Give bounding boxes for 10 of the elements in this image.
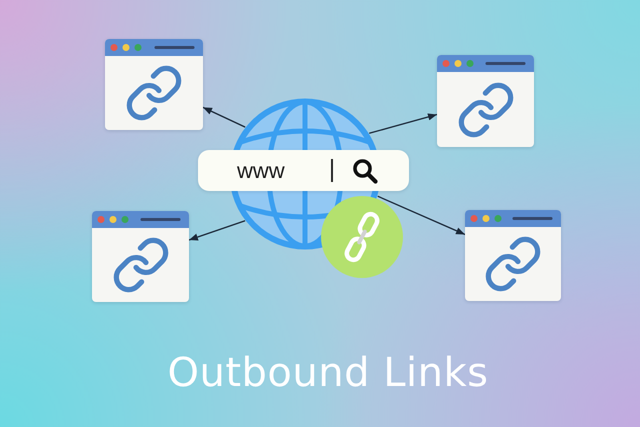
title: Outbound Links bbox=[168, 350, 488, 396]
arrow bbox=[202, 106, 246, 128]
arrow bbox=[188, 220, 246, 241]
browser-window bbox=[92, 211, 189, 302]
browser-window bbox=[105, 39, 203, 130]
arrow bbox=[377, 196, 466, 236]
arrow bbox=[369, 113, 438, 134]
search-field: www bbox=[198, 150, 409, 191]
browser-window bbox=[465, 210, 561, 301]
browser-window bbox=[437, 55, 534, 147]
